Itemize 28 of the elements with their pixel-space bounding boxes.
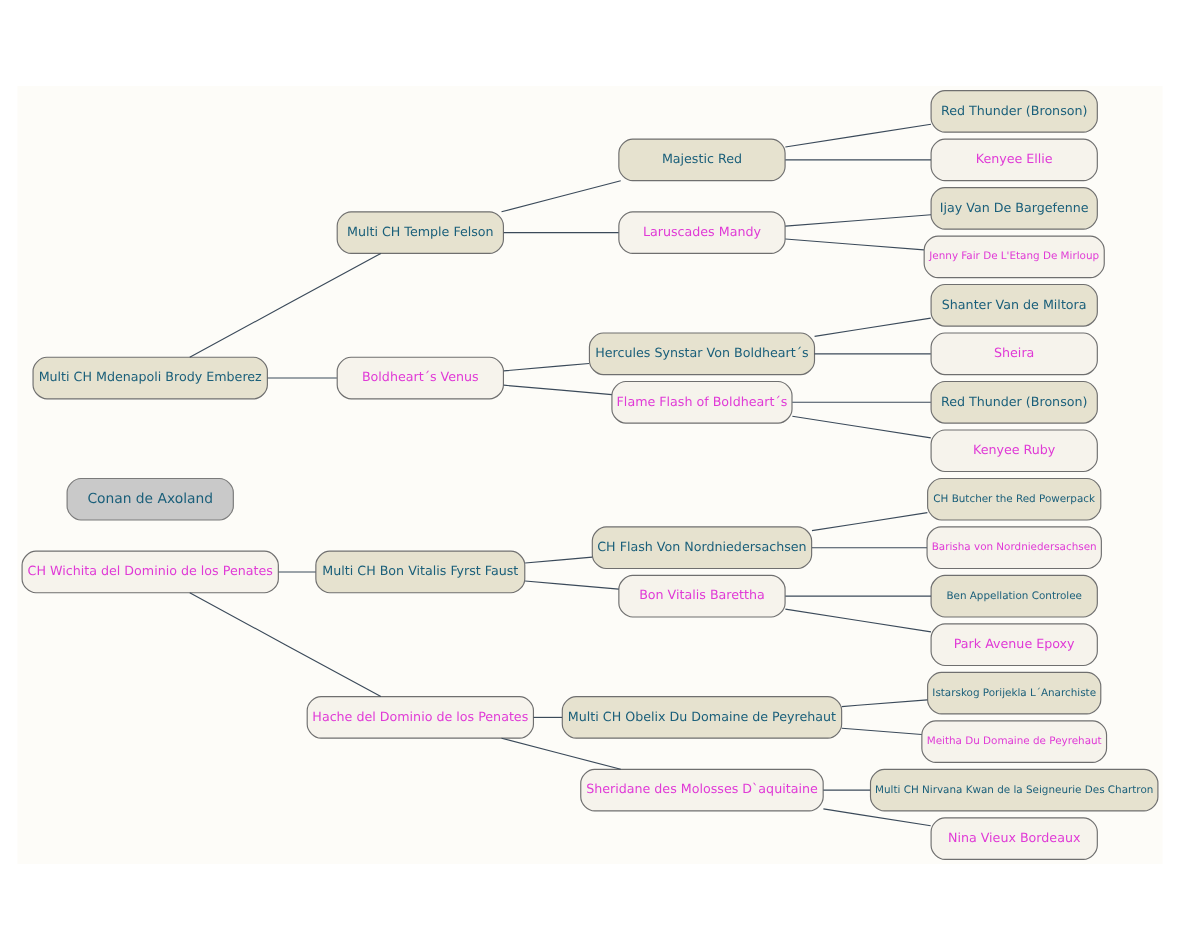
connector <box>189 592 382 698</box>
connector <box>841 727 923 736</box>
connector <box>811 512 928 532</box>
connector <box>811 547 928 549</box>
connector <box>500 737 622 770</box>
connector <box>189 252 382 358</box>
connector <box>503 384 613 396</box>
connector <box>841 699 928 708</box>
connector <box>784 214 932 227</box>
connector <box>814 317 932 337</box>
connector <box>524 580 620 590</box>
connector <box>822 789 871 791</box>
connector <box>784 595 932 597</box>
connector <box>503 232 620 234</box>
connector <box>784 238 925 251</box>
connector <box>784 123 932 148</box>
connector <box>822 808 932 827</box>
connector <box>814 353 932 355</box>
connector <box>791 415 932 439</box>
connector <box>503 362 590 372</box>
connector <box>532 716 563 718</box>
connector <box>267 377 338 379</box>
connector <box>784 608 932 633</box>
connector <box>500 180 622 213</box>
connector <box>524 556 593 564</box>
connector <box>791 401 932 403</box>
connector <box>784 159 932 161</box>
connector <box>278 571 317 573</box>
